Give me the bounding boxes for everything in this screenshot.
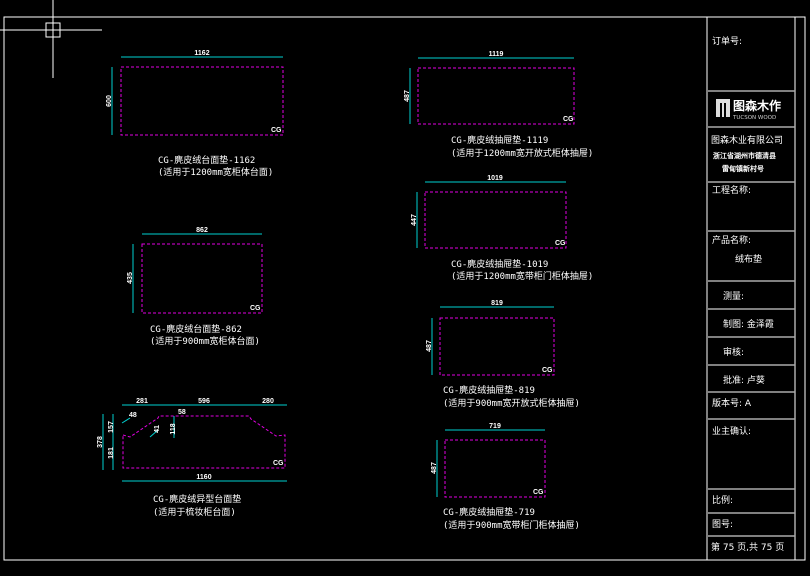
drawn-by: 制图: 金泽霞 — [723, 318, 774, 330]
owner-confirm-label: 业主确认: — [712, 425, 751, 437]
project-name-label: 工程名称: — [712, 184, 751, 196]
product-name: 绒布垫 — [735, 253, 762, 265]
dim-width: 719 — [489, 423, 501, 430]
drawing-note: (适用于1200mm宽柜体台面) — [158, 166, 273, 178]
dim-left: 281 — [136, 398, 148, 405]
crosshair-cursor — [0, 0, 102, 78]
drawing-title: CG-麂皮绒台面垫-1162 — [158, 154, 255, 166]
material-tag: CG — [555, 240, 566, 247]
drawing-note: (适用于900mm宽带柜门柜体抽屉) — [443, 519, 580, 531]
drawing-title: CG-麂皮绒抽屉垫-819 — [443, 384, 535, 396]
logo: 图森木作 TUCSON WOOD — [716, 98, 781, 121]
dim-width: 1119 — [489, 51, 504, 58]
pad-drawing-862[interactable]: 862 435 CG CG-麂皮绒台面垫-862 (适用于900mm宽柜体台面) — [127, 227, 263, 347]
drawing-frame — [3, 16, 806, 561]
pad-drawing-819[interactable]: 819 487 CG CG-麂皮绒抽屉垫-819 (适用于900mm宽开放式柜体… — [426, 300, 580, 409]
logo-text-en: TUCSON WOOD — [732, 115, 776, 121]
dim-lower: 181 — [108, 447, 115, 459]
title-block: 订单号: 图森木作 TUCSON WOOD 图森木业有限公司 浙江省湖州市德清县… — [708, 35, 795, 553]
logo-text-cn: 图森木作 — [733, 98, 781, 113]
company-name: 图森木业有限公司 — [711, 134, 783, 146]
product-name-label: 产品名称: — [712, 234, 751, 246]
dim-height: 487 — [404, 90, 411, 102]
drawing-note: (适用于梳妆柜台面) — [153, 506, 236, 518]
dim-width: 1019 — [487, 175, 503, 182]
drawing-note: (适用于900mm宽开放式柜体抽屉) — [443, 397, 580, 409]
drawing-note: (适用于900mm宽柜体台面) — [150, 335, 260, 347]
drawing-title: CG-麂皮绒抽屉垫-1119 — [451, 134, 548, 146]
drawing-title: CG-麂皮绒抽屉垫-1019 — [451, 258, 548, 270]
dim-step: 157 — [108, 421, 115, 433]
drawing-title: CG-麂皮绒抽屉垫-719 — [443, 506, 535, 518]
dim-notch: 58 — [178, 409, 186, 416]
pad-drawing-1119[interactable]: 1119 487 CG CG-麂皮绒抽屉垫-1119 (适用于1200mm宽开放… — [404, 51, 593, 159]
approved-by: 批准: 卢葵 — [723, 374, 765, 386]
material-tag: CG — [533, 489, 544, 496]
dim-middle: 596 — [198, 398, 210, 405]
drawing-number-label: 图号: — [712, 519, 733, 530]
dim-height: 435 — [127, 272, 134, 284]
material-tag: CG — [542, 367, 553, 374]
drawing-title: CG-麂皮绒异型台面垫 — [153, 493, 241, 505]
pad-drawing-719[interactable]: 719 487 CG CG-麂皮绒抽屉垫-719 (适用于900mm宽带柜门柜体… — [431, 423, 580, 531]
dim-width: 819 — [491, 300, 503, 307]
dim-height: 600 — [106, 95, 113, 107]
version-number: 版本号: A — [712, 397, 752, 409]
material-tag: CG — [563, 116, 574, 123]
page-indicator: 第 75 页,共 75 页 — [711, 541, 784, 553]
pad-drawing-1019[interactable]: 1019 447 CG CG-麂皮绒抽屉垫-1019 (适用于1200mm宽带柜… — [411, 175, 593, 282]
dim-width: 862 — [196, 227, 208, 234]
dim-width: 1162 — [194, 50, 209, 57]
order-number-label: 订单号: — [712, 35, 742, 47]
review-label: 审核: — [723, 346, 744, 358]
dim-height: 487 — [431, 462, 438, 474]
scale-label: 比例: — [712, 494, 733, 506]
drawing-title: CG-麂皮绒台面垫-862 — [150, 323, 242, 335]
company-address-2: 雷甸镇新村号 — [722, 164, 764, 173]
company-address-1: 浙江省湖州市德清县 — [713, 151, 776, 160]
dim-height: 447 — [411, 214, 418, 226]
dim-slope: 41 — [154, 425, 161, 433]
pad-drawing-1162[interactable]: 1162 600 CG CG-麂皮绒台面垫-1162 (适用于1200mm宽柜体… — [106, 50, 284, 178]
drawing-note: (适用于1200mm宽开放式柜体抽屉) — [451, 147, 593, 159]
pad-drawing-irregular[interactable]: 281 596 280 1160 378 157 181 48 58 118 4… — [97, 398, 287, 518]
material-tag: CG — [273, 460, 284, 467]
dim-height: 487 — [426, 340, 433, 352]
dim-right: 280 — [262, 398, 274, 405]
dim-height: 378 — [97, 436, 104, 448]
dim-drop: 118 — [170, 423, 177, 434]
dim-total: 1160 — [196, 474, 211, 481]
drawing-note: (适用于1200mm宽带柜门柜体抽屉) — [451, 270, 593, 282]
measure-label: 测量: — [723, 291, 744, 302]
dim-corner: 48 — [129, 412, 137, 419]
material-tag: CG — [250, 305, 261, 312]
material-tag: CG — [271, 127, 282, 134]
